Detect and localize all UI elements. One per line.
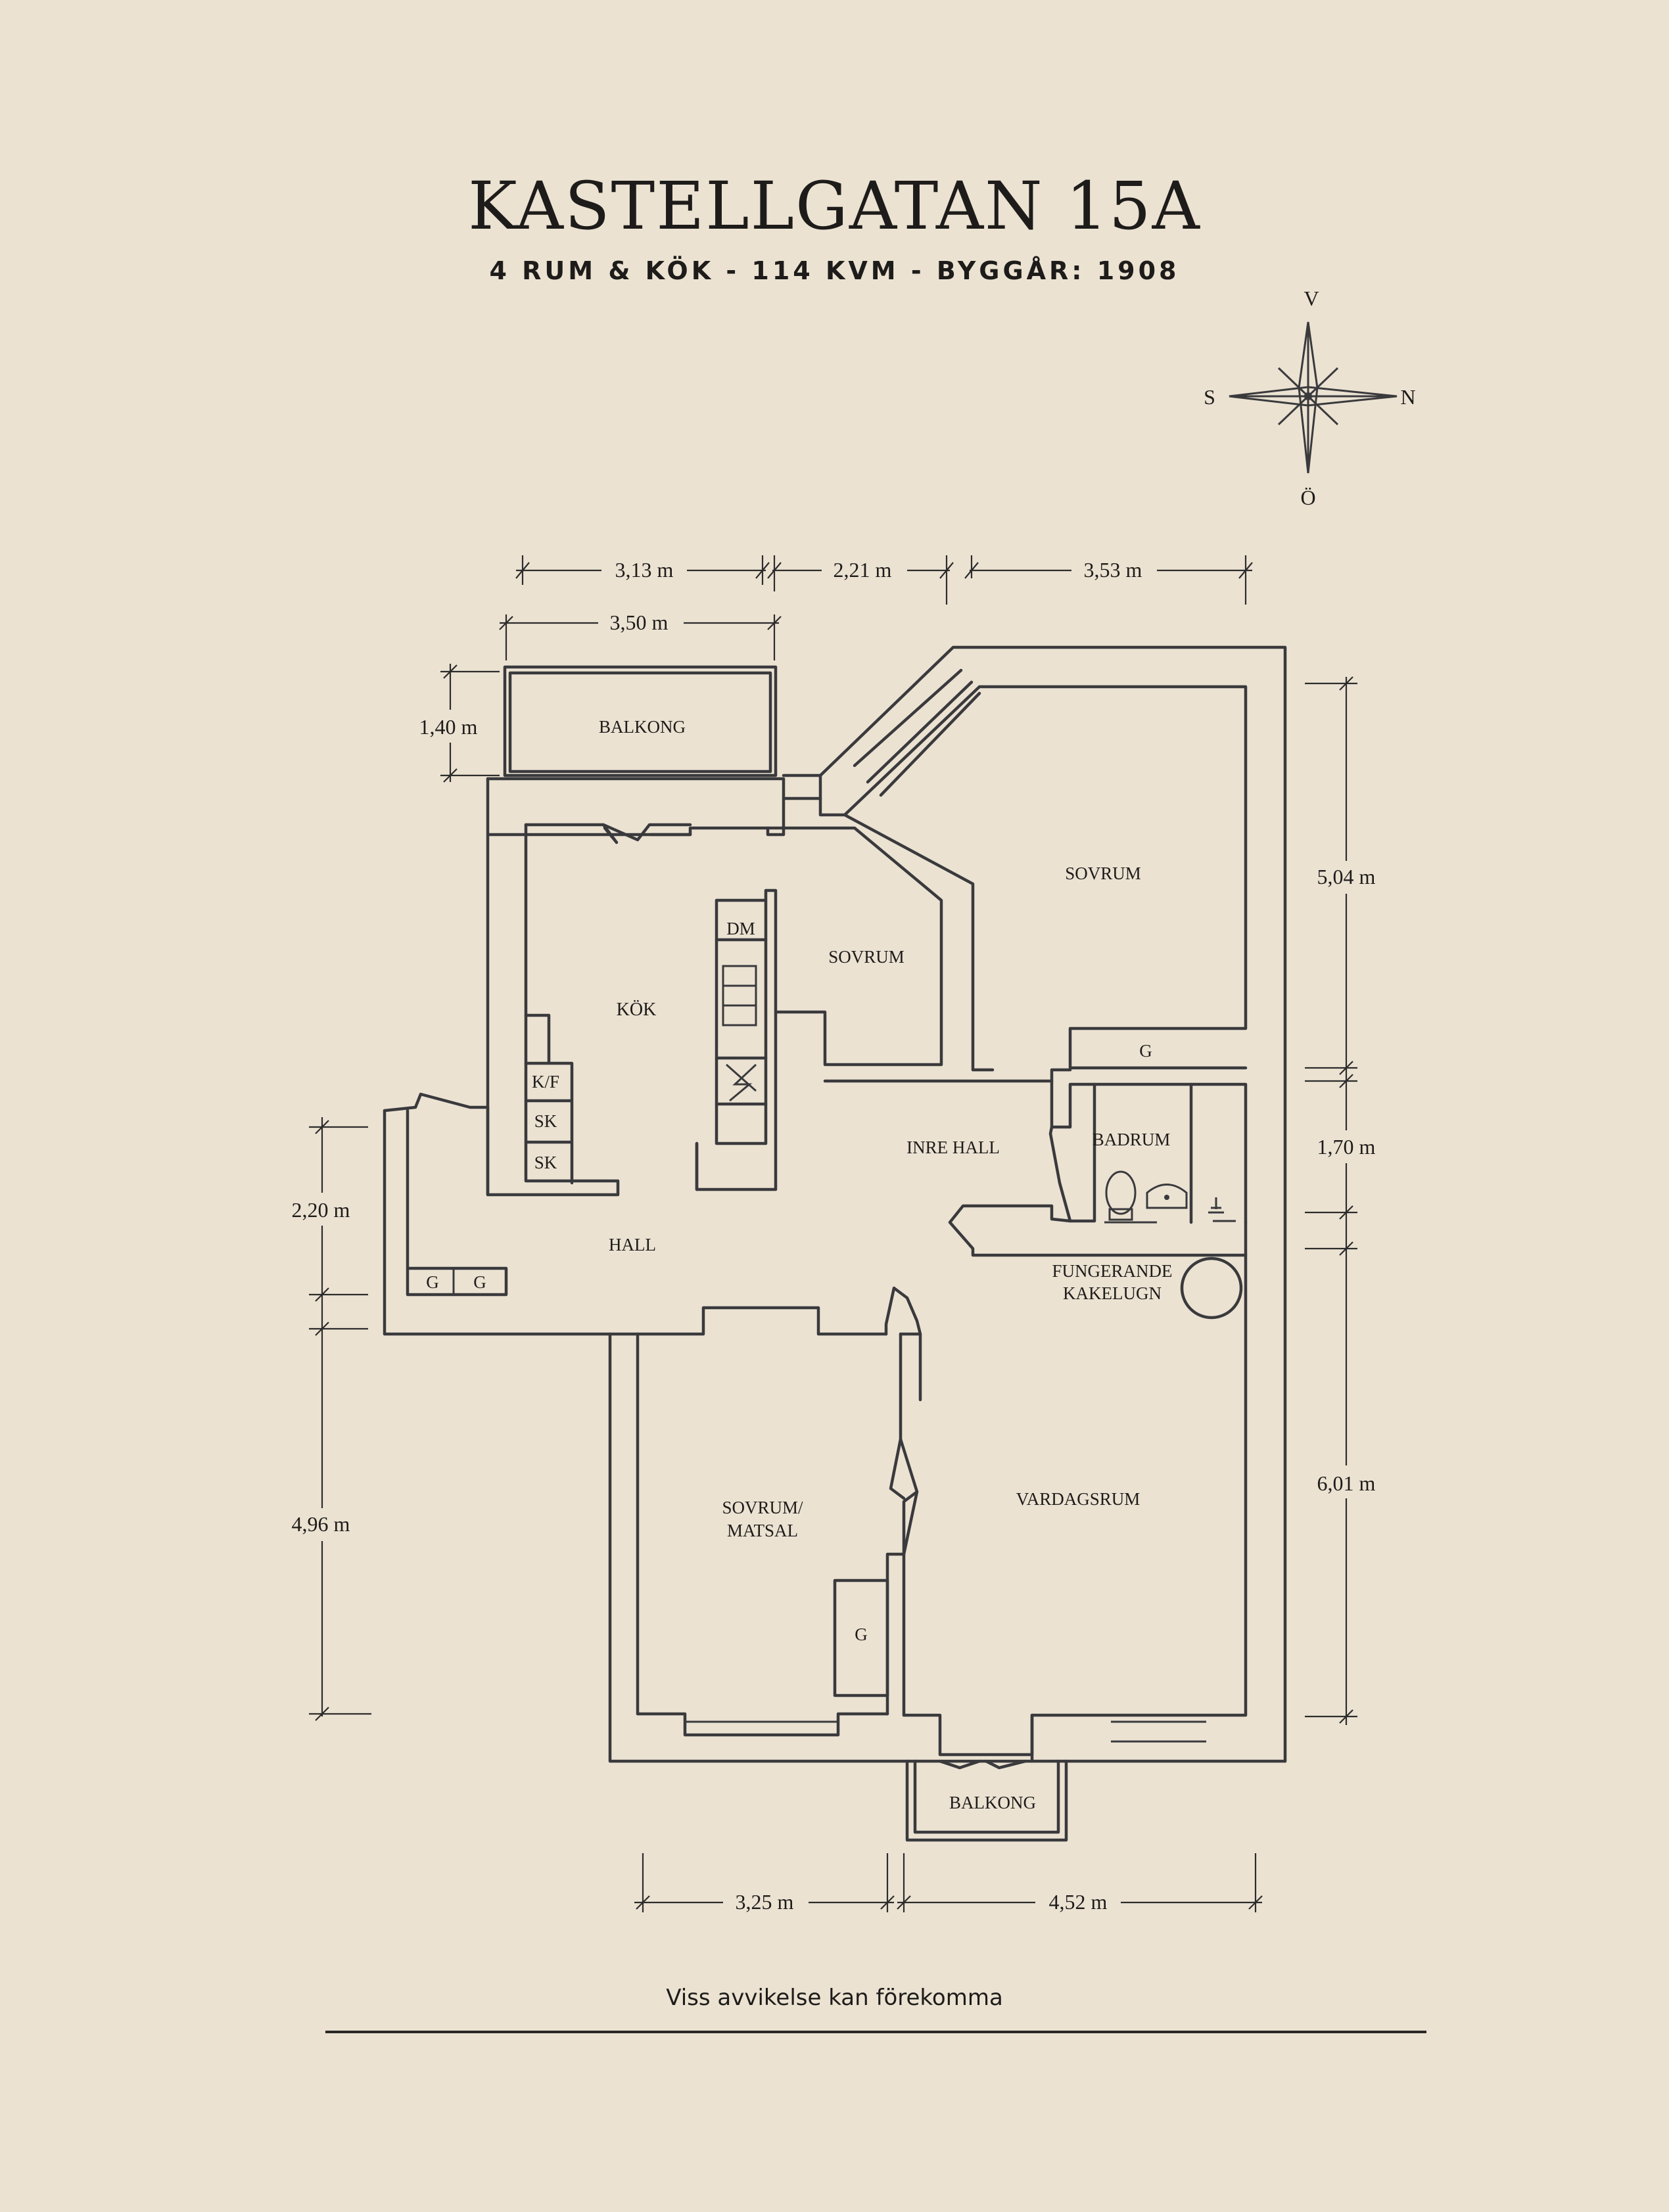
dim-left-1: 2,20 m xyxy=(292,1198,350,1222)
label-sk-1: SK xyxy=(534,1111,557,1131)
dim-bottom-1: 3,25 m xyxy=(736,1890,794,1914)
room-kok: KÖK xyxy=(617,1000,657,1020)
room-balkong-bottom: BALKONG xyxy=(949,1793,1036,1812)
label-g-matsal: G xyxy=(855,1624,868,1644)
compass-label-left: S xyxy=(1204,385,1215,409)
room-inre-hall: INRE HALL xyxy=(906,1138,1000,1157)
label-kf: K/F xyxy=(532,1072,559,1092)
room-hall: HALL xyxy=(609,1235,656,1255)
room-sovrum-large: SOVRUM xyxy=(1065,864,1141,883)
plan-title: KASTELLGATAN 15A xyxy=(468,168,1201,244)
dim-balcony-depth: 1,40 m xyxy=(419,715,478,739)
room-vardagsrum: VARDAGSRUM xyxy=(1016,1489,1140,1509)
room-sovrum-matsal-line-1: SOVRUM/ xyxy=(722,1498,803,1517)
label-g-hall-1: G xyxy=(426,1272,439,1292)
walls xyxy=(383,645,1287,1842)
label-g-closet-right: G xyxy=(1139,1041,1152,1061)
room-sovrum-matsal-line-2: MATSAL xyxy=(727,1521,798,1540)
dim-right-3: 6,01 m xyxy=(1317,1471,1376,1495)
plan-subtitle: 4 RUM & KÖK - 114 KVM - BYGGÅR: 1908 xyxy=(489,256,1180,285)
room-balkong-top: BALKONG xyxy=(599,717,686,737)
compass-rose-icon: V Ö S N xyxy=(1204,287,1415,509)
label-g-hall-2: G xyxy=(473,1272,486,1292)
dim-balcony-width: 3,50 m xyxy=(610,611,669,634)
dim-top-3: 3,53 m xyxy=(1084,558,1142,582)
label-dm: DM xyxy=(726,919,755,938)
dim-right-1: 5,04 m xyxy=(1317,865,1376,888)
label-kakelugn-line-2: KAKELUGN xyxy=(1063,1283,1162,1303)
room-badrum: BADRUM xyxy=(1093,1130,1171,1149)
footer-divider xyxy=(325,2031,1426,2033)
label-kakelugn-line-1: FUNGERANDE xyxy=(1052,1261,1172,1281)
compass-label-right: N xyxy=(1400,385,1415,409)
disclaimer-note: Viss avvikelse kan förekomma xyxy=(666,1985,1003,2011)
dim-left-2: 4,96 m xyxy=(292,1512,350,1536)
dim-top-1: 3,13 m xyxy=(615,558,674,582)
label-sk-2: SK xyxy=(534,1153,557,1172)
balcony-top-outline xyxy=(503,665,778,777)
compass-label-top: V xyxy=(1304,287,1319,310)
dim-right-2: 1,70 m xyxy=(1317,1135,1376,1159)
dimension-lines xyxy=(276,555,1394,1917)
compass-label-bottom: Ö xyxy=(1300,486,1315,509)
room-sovrum-small: SOVRUM xyxy=(828,947,905,967)
dim-top-2: 2,21 m xyxy=(834,558,892,582)
dim-bottom-2: 4,52 m xyxy=(1049,1890,1108,1914)
